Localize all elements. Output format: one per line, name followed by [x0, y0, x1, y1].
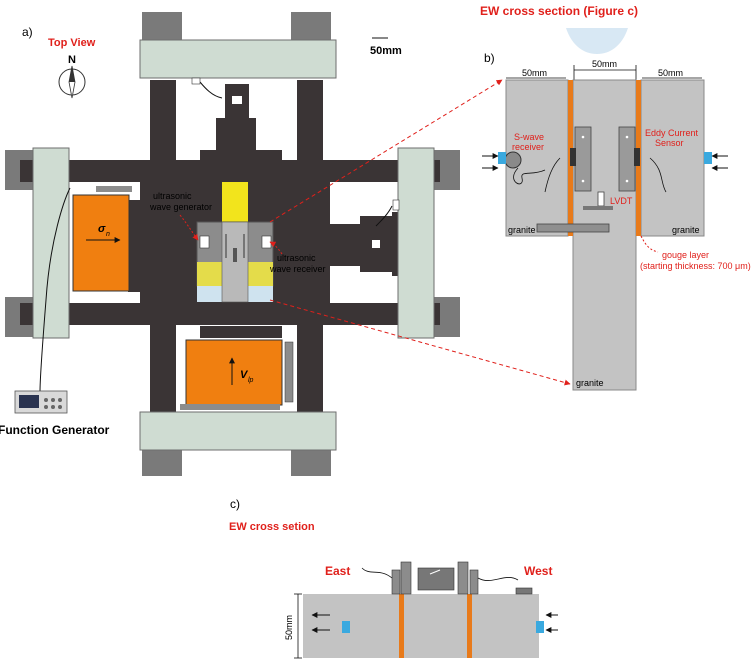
panel-b: EW cross section (Figure c) b) 50mm 50mm… [480, 4, 751, 391]
sample-assembly [196, 182, 274, 303]
gouge-label-1: gouge layer [662, 250, 709, 260]
function-generator-icon [14, 390, 68, 414]
lvdt-base [536, 223, 610, 233]
sensor-left-icon [498, 152, 506, 164]
west-label: West [524, 564, 552, 578]
cable-north [199, 81, 223, 99]
zoom-lines [269, 79, 571, 386]
eddy-label-2: Sensor [655, 138, 684, 148]
granite-label-left: granite [508, 225, 536, 235]
eddy-probe-left [570, 148, 576, 166]
granite-label-bottom: granite [576, 378, 604, 388]
gouge-pointer [640, 235, 659, 253]
sensor-east-icon [342, 621, 350, 633]
dimension-lines [506, 65, 702, 80]
gouge-layer-west [467, 594, 472, 658]
north-compass-icon: N [58, 54, 86, 99]
piston-slot-east [372, 240, 380, 248]
generator-label-2: wave generator [149, 202, 212, 212]
panel-c-load-arrows [311, 612, 558, 633]
dim-center: 50mm [592, 59, 617, 69]
dim-left: 50mm [522, 68, 547, 78]
gouge-layer-east [399, 594, 404, 658]
granite-section [303, 594, 539, 658]
panel-a: a) Top View N 50mm [0, 12, 460, 476]
svg-text:lp: lp [248, 377, 254, 384]
generator-label-1: ultrasonic [153, 191, 192, 201]
lvdt-rod-west [96, 186, 132, 192]
ram-base [180, 404, 280, 410]
top-view-title: Top View [48, 37, 96, 49]
normal-load-arrows [482, 153, 728, 171]
lvdt-rod-south [284, 341, 294, 403]
normal-load-ram [72, 194, 130, 292]
cable-east [375, 205, 393, 227]
receiver-label-1: ultrasonic [277, 253, 316, 263]
panel-c: c) EW cross setion East West 50mm [229, 497, 558, 659]
frame-feet [5, 12, 460, 476]
s-wave-receiver-icon [504, 151, 522, 169]
granite-block-right [640, 79, 705, 237]
view-direction-icon [566, 28, 628, 54]
granite-label-right: granite [672, 225, 700, 235]
lvdt-icon [597, 191, 605, 207]
receiver-pointer [269, 241, 283, 255]
transmitter-icon [199, 235, 210, 249]
receiver-label-2: wave receiver [269, 264, 326, 274]
shear-load-ram [185, 339, 283, 406]
function-generator-cable [39, 187, 71, 393]
lvdt-label: LVDT [610, 196, 633, 206]
gouge-label-2: (starting thickness: 700 μm) [640, 261, 751, 271]
ew-cross-setion-title: EW cross setion [229, 521, 315, 533]
panel-c-label: c) [230, 497, 240, 511]
scale-bar: 50mm [370, 37, 402, 57]
scale-bar-label: 50mm [370, 45, 402, 57]
shear-velocity-label: V lp [229, 357, 254, 385]
dim-right: 50mm [658, 68, 683, 78]
sensor-east [392, 199, 400, 211]
ew-cross-section-title: EW cross section (Figure c) [480, 4, 638, 18]
svg-text:n: n [106, 231, 110, 238]
sensor-right-icon [704, 152, 712, 164]
lvdt-bar [583, 206, 613, 210]
panel-b-label: b) [484, 51, 495, 65]
piston-slot [232, 96, 242, 104]
top-sensor-assembly [361, 561, 533, 595]
compass-north-letter: N [68, 54, 76, 66]
svg-text:V: V [240, 369, 249, 381]
s-wave-label-2: receiver [512, 142, 544, 152]
eddy-probe-right [634, 148, 640, 166]
height-dimension-label: 50mm [284, 615, 294, 640]
svg-text:σ: σ [98, 223, 106, 235]
normal-stress-label: σ n [86, 223, 121, 243]
sensor-west-icon [536, 621, 544, 633]
receiver-icon [261, 235, 272, 249]
s-wave-label-1: S-wave [514, 132, 544, 142]
function-generator-label: Function Generator [0, 423, 110, 437]
granite-block-center [572, 79, 637, 391]
sensor-north [191, 77, 201, 85]
eddy-label-1: Eddy Current [645, 128, 699, 138]
east-label: East [325, 564, 350, 578]
panel-a-label: a) [22, 25, 33, 39]
reaction-plates [32, 39, 435, 451]
generator-pointer [179, 214, 199, 241]
